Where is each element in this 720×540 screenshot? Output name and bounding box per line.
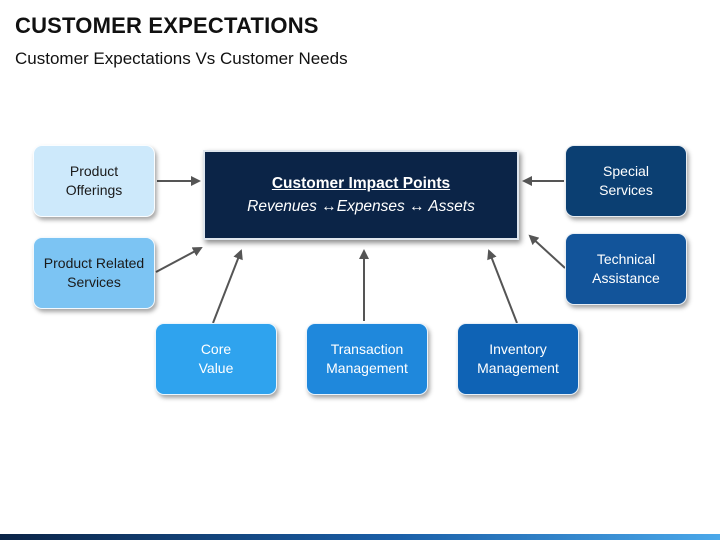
center-subtitle: Revenues ↔Expenses ↔ Assets [247,198,475,215]
node-label-line2: Assistance [592,270,660,286]
node-product-related-services: Product Related Services [33,237,155,309]
node-technical-assistance: Technical Assistance [565,233,687,305]
node-label-line1: Product Related [43,255,145,271]
node-label-line1: Special [603,163,649,179]
page-subtitle: Customer Expectations Vs Customer Needs [15,49,348,68]
node-special-services: Special Services [565,145,687,217]
node-label-line2: Offerings [65,182,123,198]
node-label-line1: Inventory [489,341,547,357]
arrow-inventory-management [487,249,518,324]
node-product-offerings: Product Offerings [33,145,155,217]
center-title: Customer Impact Points [271,175,451,192]
customer-impact-points-box: Customer Impact Points Revenues ↔Expense… [203,150,519,240]
node-label-line2: Management [477,360,559,376]
node-transaction-management: Transaction Management [306,323,428,395]
arrow-technical-assistance [528,234,566,269]
arrow-product-related-services [155,247,203,273]
node-label-line1: Transaction [330,341,404,357]
node-label-line2: Services [599,182,653,198]
node-label-line2: Management [326,360,408,376]
node-label-line1: Technical [596,251,656,267]
node-label-line1: Core [200,341,232,357]
page-title: CUSTOMER EXPECTATIONS [15,13,319,38]
arrow-core-value [212,249,243,324]
node-inventory-management: Inventory Management [457,323,579,395]
node-label-line2: Value [198,360,234,376]
node-label-line2: Services [67,274,121,290]
bottom-accent-bar [0,534,720,540]
node-core-value: Core Value [155,323,277,395]
node-label-line1: Product [69,163,119,179]
